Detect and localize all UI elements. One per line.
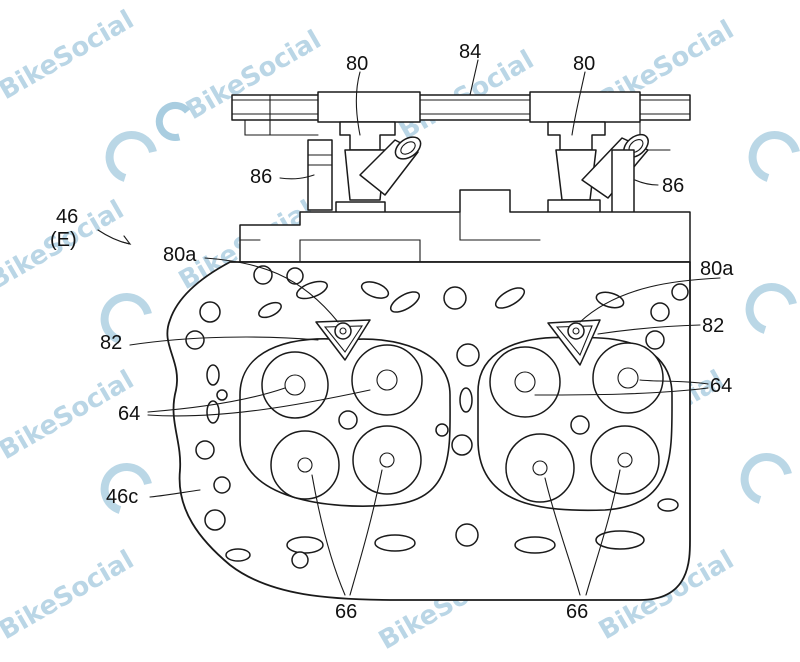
combustion-chamber-right [477, 336, 673, 512]
watermark-text: BikeSocial [0, 545, 139, 646]
leader-lines [97, 59, 721, 596]
label-82-right: 82 [702, 315, 724, 337]
label-e: (E) [50, 229, 77, 251]
label-86-left: 86 [250, 166, 272, 188]
label-80-right: 80 [573, 53, 595, 75]
label-80a-right: 80a [700, 258, 734, 280]
cylinder-head-46c [166, 261, 691, 601]
watermark-text: BikeSocial [0, 5, 139, 106]
fuel-line-86 [307, 139, 635, 221]
label-64-right: 64 [710, 375, 732, 397]
label-66-right: 66 [566, 601, 588, 623]
label-46: 46 [56, 206, 78, 228]
label-86-right: 86 [662, 175, 684, 197]
injector-seat-left-82 [315, 319, 371, 361]
reference-labels: 84 80 80 86 86 46 (E) 80a 80a 82 82 64 6… [50, 41, 734, 623]
label-66-left: 66 [335, 601, 357, 623]
combustion-chamber-left [239, 338, 451, 507]
label-82-left: 82 [100, 332, 122, 354]
label-80-left: 80 [346, 53, 368, 75]
injector-seat-right-82 [547, 319, 601, 366]
label-46c: 46c [106, 486, 138, 508]
label-64-left: 64 [118, 403, 140, 425]
label-84: 84 [459, 41, 481, 63]
label-80a-left: 80a [163, 244, 197, 266]
